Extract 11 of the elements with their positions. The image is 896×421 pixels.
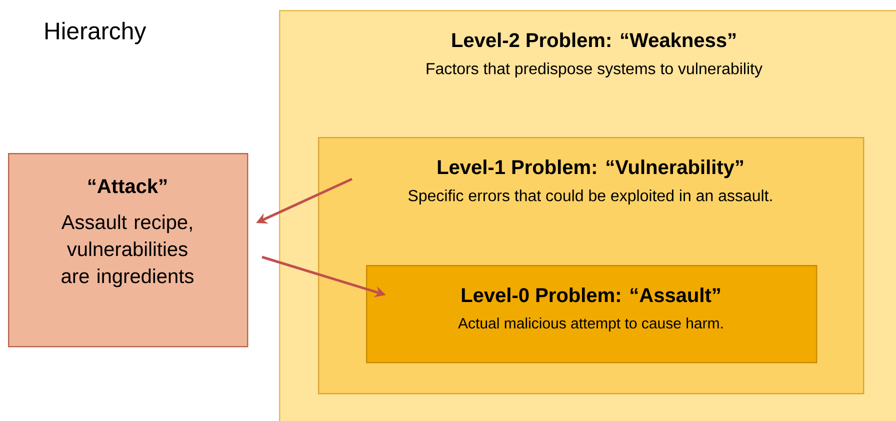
box — [366, 265, 818, 364]
box — [8, 153, 248, 348]
heading-text: Level-0 Problem: “Assault” — [462, 288, 720, 302]
description-text: Specific errors that could be exploited in an assault. — [408, 190, 772, 204]
description-text: Factors that predispose systems to vulnerability — [426, 62, 762, 78]
heading-text: “Attack” — [88, 178, 167, 194]
heading-text: Hierarchy — [46, 22, 146, 44]
description-text: Assault recipe, vulnerabilities are ingredients — [61, 214, 194, 288]
heading-text: Level-2 Problem: “Weakness” — [452, 32, 736, 48]
description-text: Actual malicious attempt to cause harm. — [458, 318, 723, 332]
heading-text: Level-1 Problem: “Vulnerability” — [438, 160, 743, 178]
